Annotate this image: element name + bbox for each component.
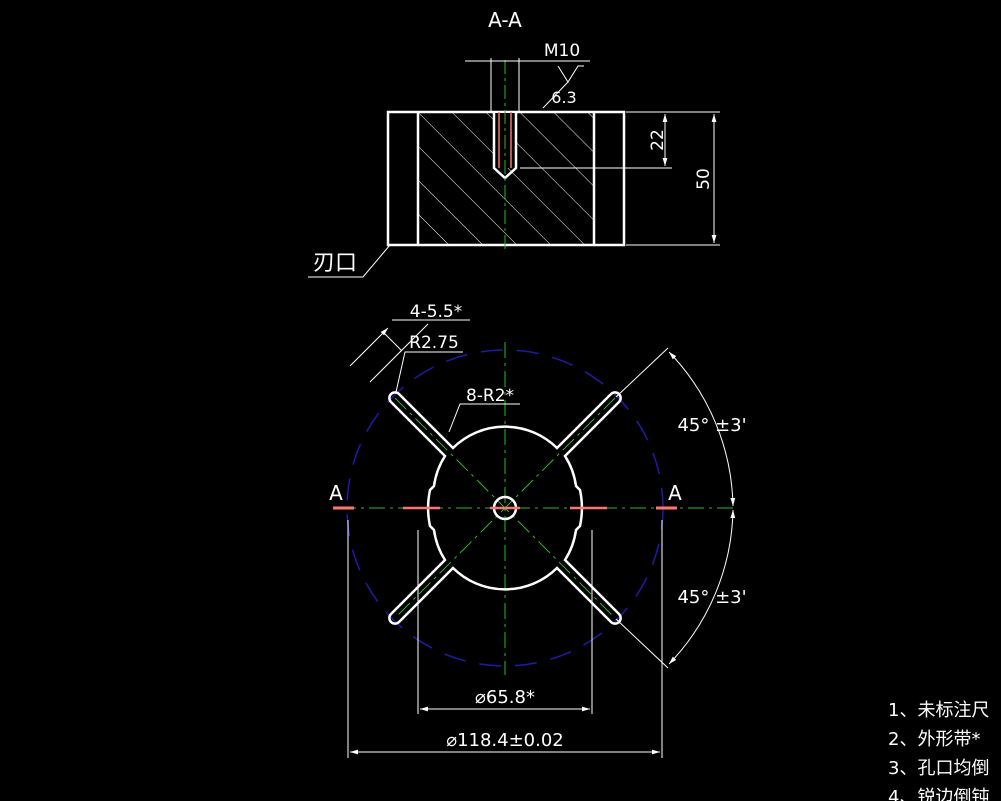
angle-arc-bottom bbox=[668, 509, 736, 665]
profile-outline bbox=[388, 391, 622, 625]
outer-diameter-label: ⌀118.4±0.02 bbox=[446, 730, 564, 751]
slot-width-line bbox=[369, 323, 429, 383]
slot-width-arrow-1 bbox=[349, 327, 389, 367]
roughness-symbol bbox=[542, 65, 584, 109]
corner-radius-label: 8-R2* bbox=[466, 386, 514, 406]
corner-radius-leader bbox=[448, 403, 520, 433]
note-4: 4、锐边倒钝 bbox=[888, 787, 989, 801]
section-view: A-A M10 6.3 22 50 刃口 bbox=[308, 8, 720, 278]
thread-label: M10 bbox=[544, 41, 580, 61]
section-title: A-A bbox=[488, 8, 522, 32]
note-2: 2、外形带* bbox=[888, 729, 980, 750]
angle-ext-top bbox=[615, 347, 669, 398]
angle-ext-bottom bbox=[615, 618, 669, 669]
section-outline bbox=[386, 110, 626, 247]
roughness-value: 6.3 bbox=[551, 88, 576, 107]
plan-view: A A 4-5.5* R2.75 8-R2* 45° ±3' 45° ±3' ⌀… bbox=[329, 302, 747, 758]
angle-arc-top bbox=[668, 351, 736, 507]
technical-notes: 1、未标注尺 2、外形带* 3、孔口均倒 4、锐边倒钝 bbox=[888, 700, 989, 801]
angle-label-top: 45° ±3' bbox=[677, 415, 746, 436]
note-3: 3、孔口均倒 bbox=[888, 758, 989, 779]
edge-label: 刃口 bbox=[313, 251, 357, 276]
slot-width-dim bbox=[382, 331, 403, 352]
slot-radius-leader bbox=[395, 351, 463, 393]
inner-diameter-label: ⌀65.8* bbox=[475, 687, 535, 708]
angle-label-bottom: 45° ±3' bbox=[677, 587, 746, 608]
depth-label: 22 bbox=[648, 129, 668, 151]
note-1: 1、未标注尺 bbox=[888, 700, 989, 721]
edge-leader bbox=[308, 244, 391, 278]
section-letter-right: A bbox=[668, 481, 682, 505]
height-label: 50 bbox=[694, 168, 714, 190]
section-letter-left: A bbox=[329, 481, 343, 505]
slot-radius-label: R2.75 bbox=[409, 333, 459, 353]
slot-width-label: 4-5.5* bbox=[410, 302, 463, 322]
